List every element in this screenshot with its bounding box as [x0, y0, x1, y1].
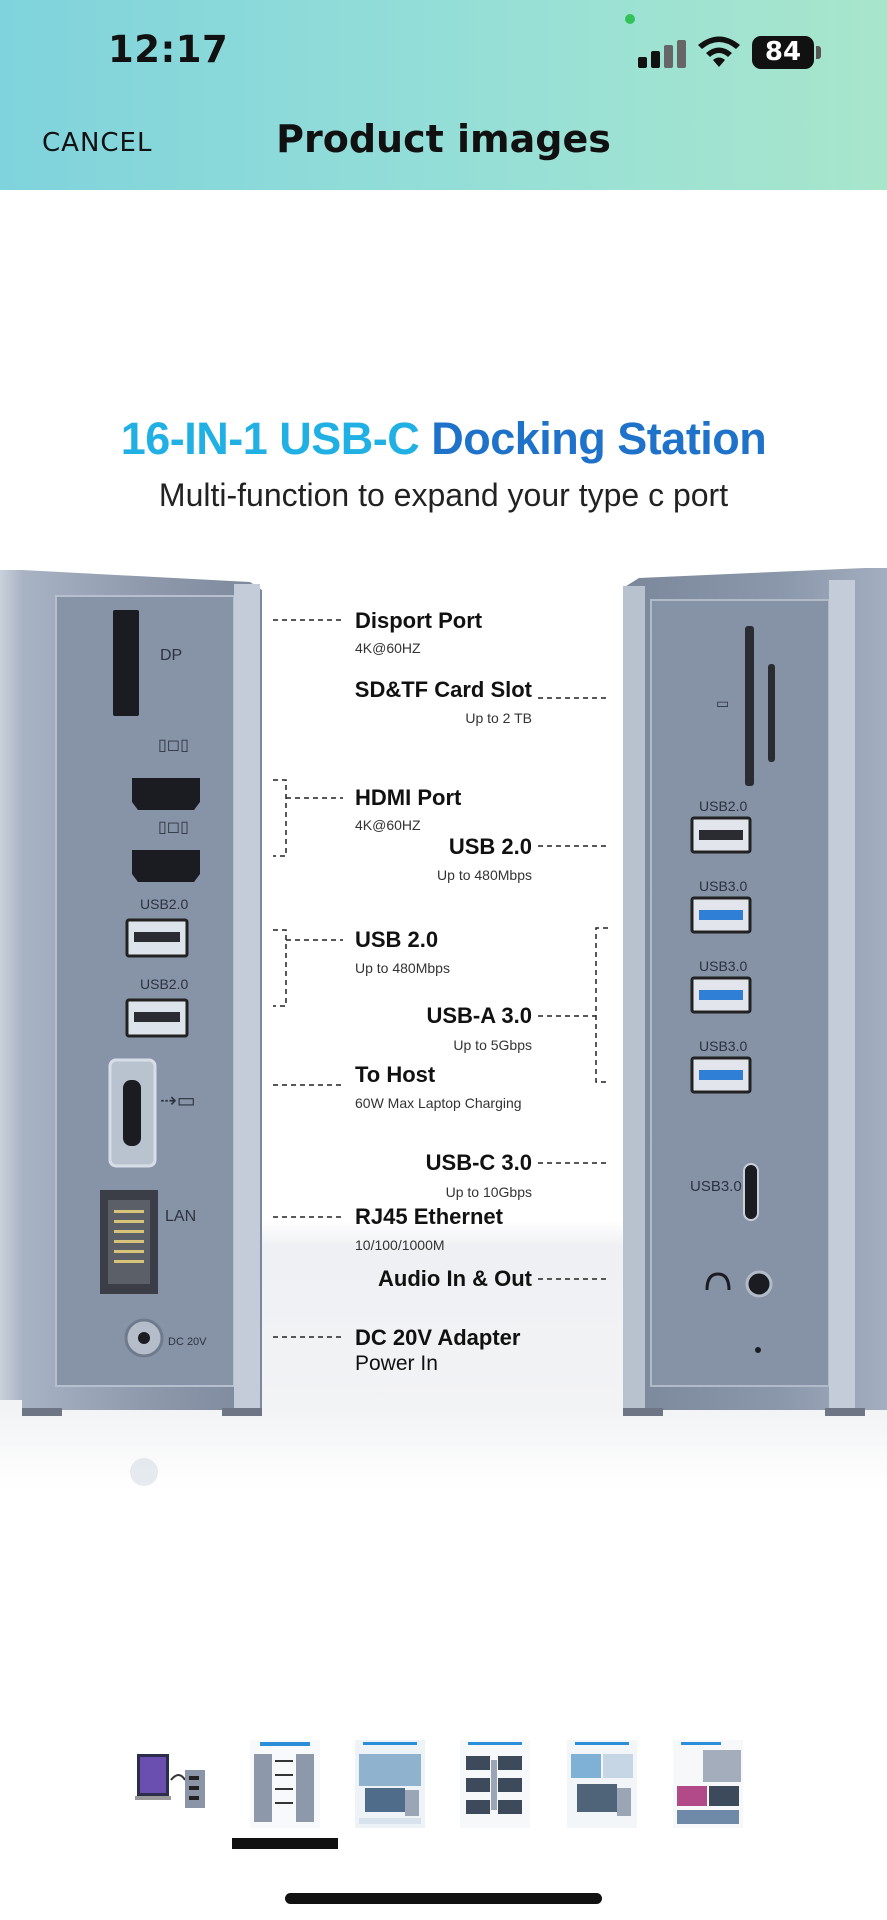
usb3-port-text: USB3.0 [699, 958, 748, 974]
label-usba3-sub: Up to 5Gbps [453, 1037, 532, 1053]
left-dock-device [0, 570, 262, 1486]
thumbnail-3[interactable] [355, 1740, 425, 1828]
product-headline: 16-IN-1 USB-C Docking Station [0, 413, 887, 465]
top-bar: 12:17 84 CANCEL Product images [0, 0, 887, 190]
usb2-port-text: USB2.0 [699, 798, 748, 814]
dp-port-text: DP [160, 647, 183, 664]
label-disport-port: Disport Port [355, 608, 483, 633]
product-subheadline: Multi-function to expand your type c por… [158, 477, 729, 513]
label-usbc3-sub: Up to 10Gbps [445, 1184, 532, 1200]
home-indicator[interactable] [285, 1893, 602, 1904]
cancel-button[interactable]: CANCEL [42, 128, 153, 158]
thumbnail-2[interactable] [250, 1740, 320, 1828]
thumbnail-1-image [135, 1754, 205, 1808]
thumbnail-1[interactable] [135, 1740, 205, 1828]
label-rj45: RJ45 Ethernet [355, 1204, 503, 1229]
camera-indicator-icon [625, 14, 635, 24]
label-to-host-sub: 60W Max Laptop Charging [355, 1095, 522, 1111]
headline-part2: Docking Station [419, 413, 767, 464]
status-time: 12:17 [108, 28, 229, 71]
usbc3-port-text: USB3.0 [690, 1178, 742, 1195]
label-hdmi-port-sub: 4K@60HZ [355, 817, 421, 833]
laptop-charge-icon: ⇢▭ [160, 1090, 196, 1112]
label-audio: Audio In & Out [378, 1266, 532, 1291]
usb2-port-text: USB2.0 [140, 896, 189, 912]
usb3-port-text: USB3.0 [699, 878, 748, 894]
label-dc-adapter: DC 20V Adapter [355, 1325, 521, 1350]
leader-lines [273, 619, 610, 1338]
thumbnail-6-image [673, 1740, 743, 1828]
label-usb2-right-sub: Up to 480Mbps [437, 867, 532, 883]
signal-icon [638, 40, 688, 68]
thumbnail-3-image [355, 1740, 425, 1828]
hdmi-icon: ▯◻▯ [158, 819, 189, 836]
label-hdmi-port: HDMI Port [355, 785, 462, 810]
dc20v-port-text: DC 20V [168, 1336, 207, 1348]
label-disport-port-sub: 4K@60HZ [355, 640, 421, 656]
thumbnail-6[interactable] [673, 1740, 743, 1828]
usb2-port-text: USB2.0 [140, 976, 189, 992]
sd-card-icon: ▭ [716, 695, 730, 711]
usb3-port-text: USB3.0 [699, 1038, 748, 1054]
page-title: Product images [276, 117, 611, 161]
thumbnail-5[interactable] [567, 1740, 637, 1828]
battery-tip [816, 46, 821, 59]
label-usb2-left: USB 2.0 [355, 927, 439, 952]
label-sd-slot: SD&TF Card Slot [354, 677, 532, 702]
label-to-host: To Host [355, 1062, 436, 1087]
selected-thumbnail-indicator [232, 1838, 338, 1849]
thumbnail-4[interactable] [460, 1740, 530, 1828]
label-usb2-left-sub: Up to 480Mbps [355, 960, 450, 976]
headline-part1: 16-IN-1 USB-C [120, 413, 420, 464]
hdmi-icon: ▯◻▯ [158, 737, 189, 754]
label-usbc3: USB-C 3.0 [425, 1150, 532, 1175]
lan-port-text: LAN [165, 1208, 197, 1225]
label-usb2-right: USB 2.0 [448, 834, 532, 859]
label-usba3: USB-A 3.0 [426, 1003, 532, 1028]
thumbnail-5-image [567, 1740, 637, 1828]
battery-icon: 84 [752, 36, 814, 69]
wifi-icon [698, 36, 740, 67]
thumbnail-4-image [460, 1740, 530, 1828]
product-image[interactable]: 16-IN-1 USB-C Docking Station Multi-func… [0, 190, 887, 1490]
thumbnail-2-image [250, 1740, 320, 1828]
label-dc-adapter-sub: Power In [355, 1352, 438, 1375]
right-dock-device [623, 568, 887, 1416]
label-rj45-sub: 10/100/1000M [355, 1237, 445, 1253]
label-sd-slot-sub: Up to 2 TB [465, 710, 532, 726]
